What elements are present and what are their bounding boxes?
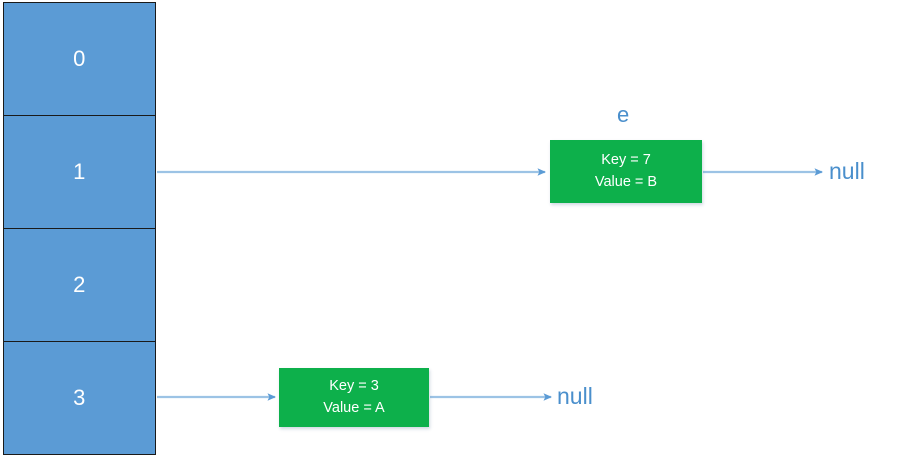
bucket-index-label: 3 — [73, 385, 86, 410]
bucket-cell-2[interactable]: 2 — [4, 229, 155, 342]
bucket-index-label: 1 — [73, 159, 86, 184]
entry-key-line: Key = 3 — [329, 378, 379, 395]
bucket-index-label: 0 — [73, 46, 86, 71]
bucket-cell-0[interactable]: 0 — [4, 3, 155, 116]
bucket-index-label: 2 — [73, 272, 86, 297]
node-pointer-label-e: e — [617, 102, 630, 127]
entry-node-e[interactable]: Key = 7 Value = B — [550, 140, 702, 203]
bucket-cell-3[interactable]: 3 — [4, 342, 155, 454]
entry-value-line: Value = B — [594, 173, 658, 190]
entry-key-line: Key = 7 — [601, 152, 651, 169]
bucket-array: 0 1 2 3 — [3, 2, 156, 455]
null-terminator-1: null — [829, 158, 865, 184]
entry-value-line: Value = A — [323, 399, 385, 416]
null-terminator-2: null — [557, 383, 593, 409]
bucket-cell-1[interactable]: 1 — [4, 116, 155, 229]
entry-node-a[interactable]: Key = 3 Value = A — [279, 368, 429, 427]
